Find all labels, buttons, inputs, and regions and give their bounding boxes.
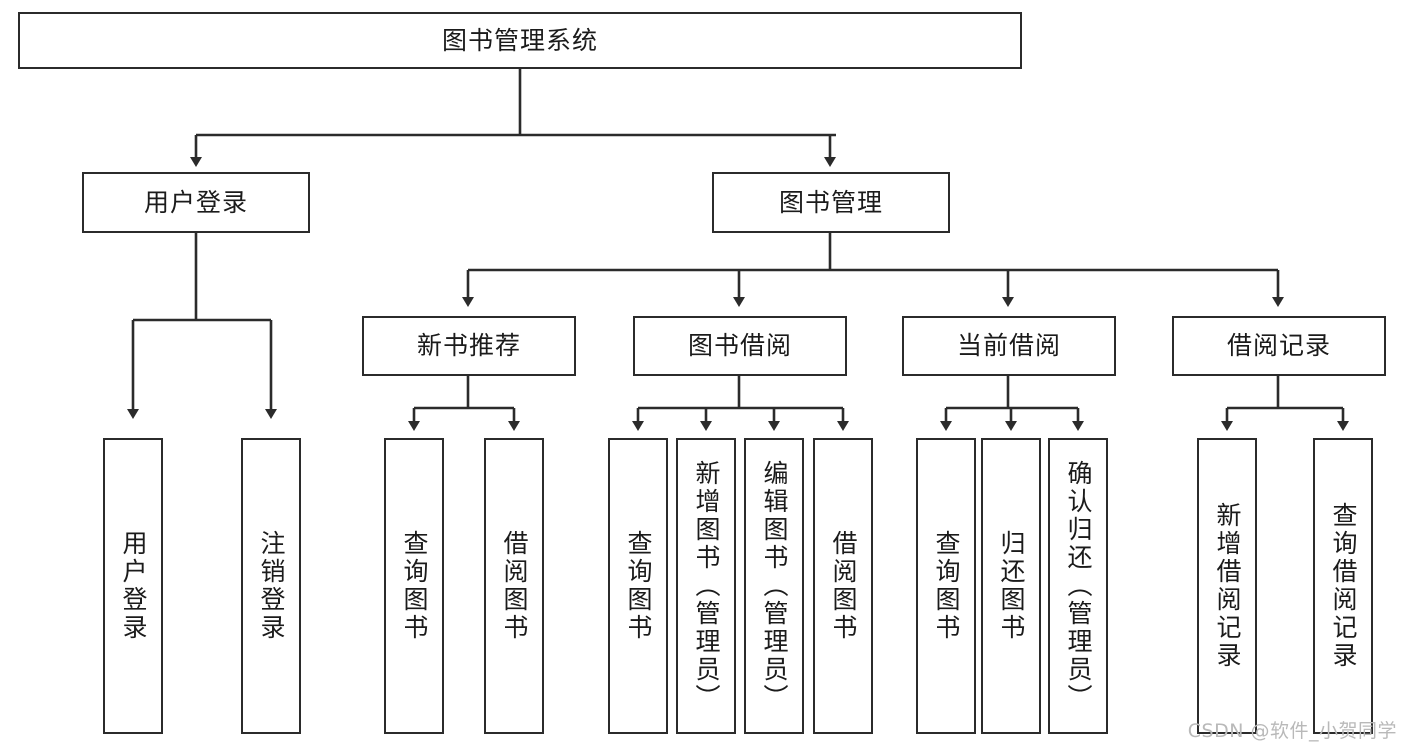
- leaf-add-borrow-record[interactable]: 新增借阅记录: [1197, 438, 1257, 734]
- node-current-borrow[interactable]: 当前借阅: [902, 316, 1116, 376]
- leaf-borrow-book[interactable]: 借阅图书: [813, 438, 873, 734]
- node-label: 图书借阅: [687, 331, 792, 361]
- node-user-login[interactable]: 用户登录: [82, 172, 310, 233]
- leaf-logout[interactable]: 注销登录: [241, 438, 301, 734]
- node-label: 借阅记录: [1226, 331, 1331, 361]
- node-label: 注销登录: [257, 530, 286, 642]
- node-label: 新增借阅记录: [1213, 502, 1242, 670]
- node-label: 用户登录: [143, 187, 248, 217]
- node-label: 借阅图书: [829, 530, 858, 642]
- node-root-system[interactable]: 图书管理系统: [18, 12, 1022, 69]
- node-label: 当前借阅: [956, 331, 1061, 361]
- watermark: CSDN @软件_小贺同学: [1187, 720, 1397, 742]
- node-label: 新书推荐: [416, 331, 521, 361]
- node-book-management[interactable]: 图书管理: [712, 172, 950, 233]
- leaf-user-login[interactable]: 用户登录: [103, 438, 163, 734]
- node-label: 新增图书（管理员）: [692, 460, 721, 712]
- leaf-query-borrow-record[interactable]: 查询借阅记录: [1313, 438, 1373, 734]
- node-label: 查询图书: [932, 530, 961, 642]
- node-label: 图书管理: [778, 187, 883, 217]
- leaf-edit-book-admin[interactable]: 编辑图书（管理员）: [744, 438, 804, 734]
- node-label: 用户登录: [119, 530, 148, 642]
- node-label: 查询图书: [624, 530, 653, 642]
- node-label: 图书管理系统: [441, 25, 598, 55]
- node-label: 查询借阅记录: [1329, 502, 1358, 670]
- node-label: 借阅图书: [500, 530, 529, 642]
- node-label: 归还图书: [997, 530, 1026, 642]
- node-borrow-record[interactable]: 借阅记录: [1172, 316, 1386, 376]
- leaf-add-book-admin[interactable]: 新增图书（管理员）: [676, 438, 736, 734]
- node-book-borrow[interactable]: 图书借阅: [633, 316, 847, 376]
- leaf-query-book-current[interactable]: 查询图书: [916, 438, 976, 734]
- leaf-borrow-book-recommend[interactable]: 借阅图书: [484, 438, 544, 734]
- node-label: 查询图书: [400, 530, 429, 642]
- node-new-book-recommend[interactable]: 新书推荐: [362, 316, 576, 376]
- leaf-return-book[interactable]: 归还图书: [981, 438, 1041, 734]
- leaf-query-book-borrow[interactable]: 查询图书: [608, 438, 668, 734]
- leaf-confirm-return-admin[interactable]: 确认归还（管理员）: [1048, 438, 1108, 734]
- node-label: 编辑图书（管理员）: [760, 460, 789, 712]
- leaf-query-book-recommend[interactable]: 查询图书: [384, 438, 444, 734]
- node-label: 确认归还（管理员）: [1064, 460, 1093, 712]
